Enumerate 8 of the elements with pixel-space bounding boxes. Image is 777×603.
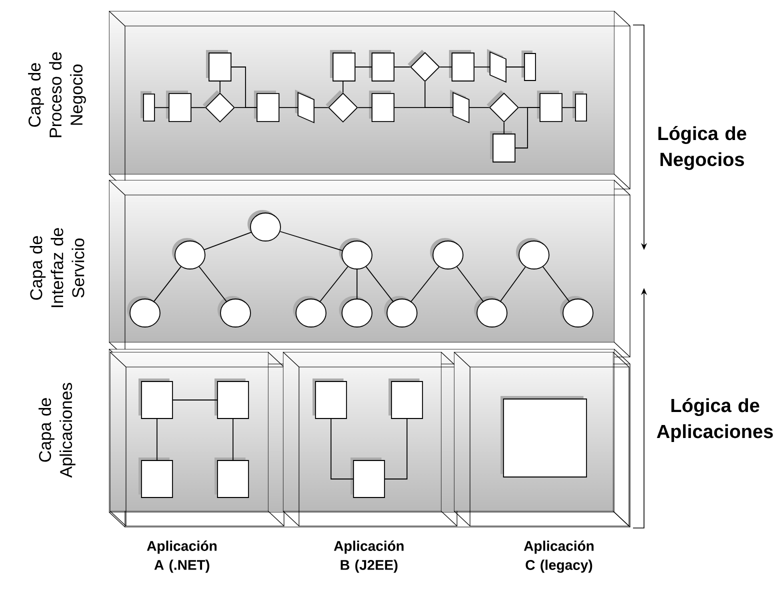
logic-label: Lógica de Aplicaciones [656,398,773,442]
layer-label: Capa de Interfaz de Servicio [30,228,84,308]
application-label: Aplicación B (J2EE) [334,540,404,573]
logic-label: Lógica de Negocios [658,126,746,170]
layer-label: Capa de Proceso de Negocio [28,52,86,138]
layer-label: Capa de Aplicaciones [38,382,76,478]
application-label: Aplicación C (legacy) [524,540,594,573]
application-label: Aplicación A (.NET) [146,540,217,573]
